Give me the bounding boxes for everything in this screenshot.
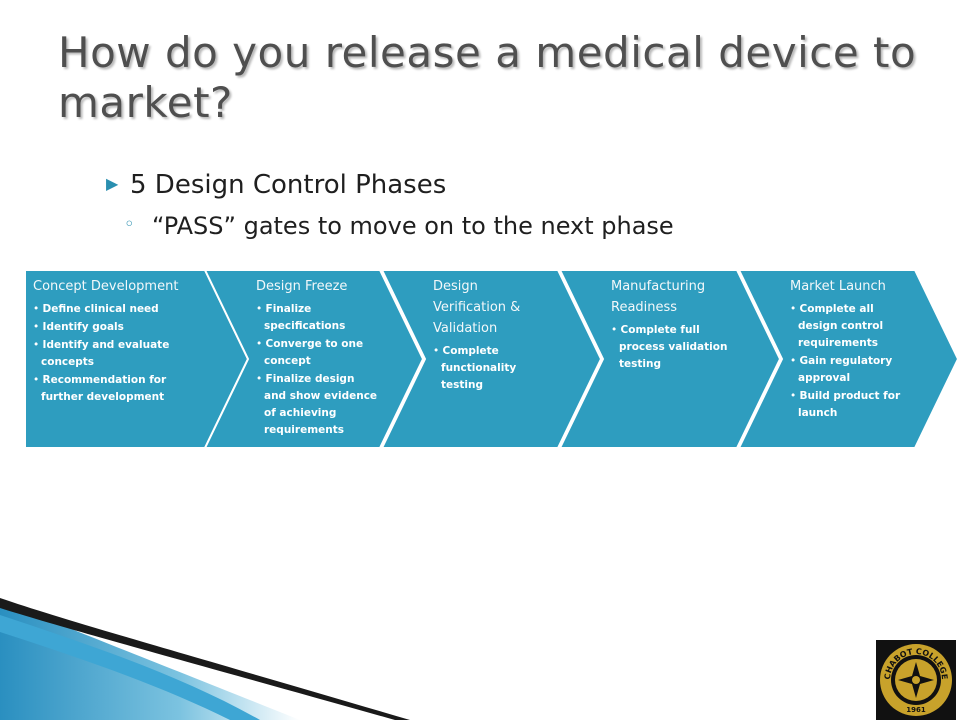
phase-item: Finalize specifications [256,301,378,335]
phase-item: Finalize design and show evidence of ach… [256,371,378,439]
phase-items: Complete full process validation testing [611,322,735,373]
phase-item: Identify goals [33,319,203,336]
phase-items: Complete all design control requirements… [790,301,914,422]
arrow-bullet-icon: ▶ [106,174,119,193]
bullet-sub: ◦ “PASS” gates to move on to the next ph… [124,212,674,240]
phase-title: Concept Development [33,279,179,294]
phase-title: Design Verification & Validation [433,279,521,336]
phase-item: Define clinical need [33,301,203,318]
bullet-sub-text: “PASS” gates to move on to the next phas… [152,212,674,240]
phase-item: Converge to one concept [256,336,378,370]
phase-design-freeze: Design Freeze Finalize specifications Co… [256,276,378,440]
svg-text:1961: 1961 [906,706,926,714]
phase-title: Market Launch [790,279,886,294]
circle-bullet-icon: ◦ [124,214,135,235]
phase-manufacturing-readiness: Manufacturing Readiness Complete full pr… [611,276,735,374]
phase-item: Recommendation for further development [33,372,203,406]
slide-title: How do you release a medical device to m… [58,28,917,127]
phase-item: Complete full process validation testing [611,322,735,373]
phase-item: Complete all design control requirements [790,301,914,352]
phase-items: Define clinical need Identify goals Iden… [33,301,203,406]
bullet-main: ▶ 5 Design Control Phases [106,170,447,200]
phase-title: Design Freeze [256,279,348,294]
bullet-main-text: 5 Design Control Phases [130,170,447,200]
phase-item: Build product for launch [790,388,914,422]
decorative-swoosh [0,598,410,720]
phase-title: Manufacturing Readiness [611,279,706,315]
phase-items: Complete functionality testing [433,343,555,394]
phase-item: Gain regulatory approval [790,353,914,387]
chabot-college-seal-icon: CHABOT COLLEGE 1961 [876,640,956,720]
phase-market-launch: Market Launch Complete all design contro… [790,276,914,423]
phase-concept-development: Concept Development Define clinical need… [33,276,203,407]
phase-item: Complete functionality testing [433,343,555,394]
phase-items: Finalize specifications Converge to one … [256,301,378,439]
phase-design-verification: Design Verification & Validation Complet… [433,276,555,395]
phase-item: Identify and evaluate concepts [33,337,203,371]
